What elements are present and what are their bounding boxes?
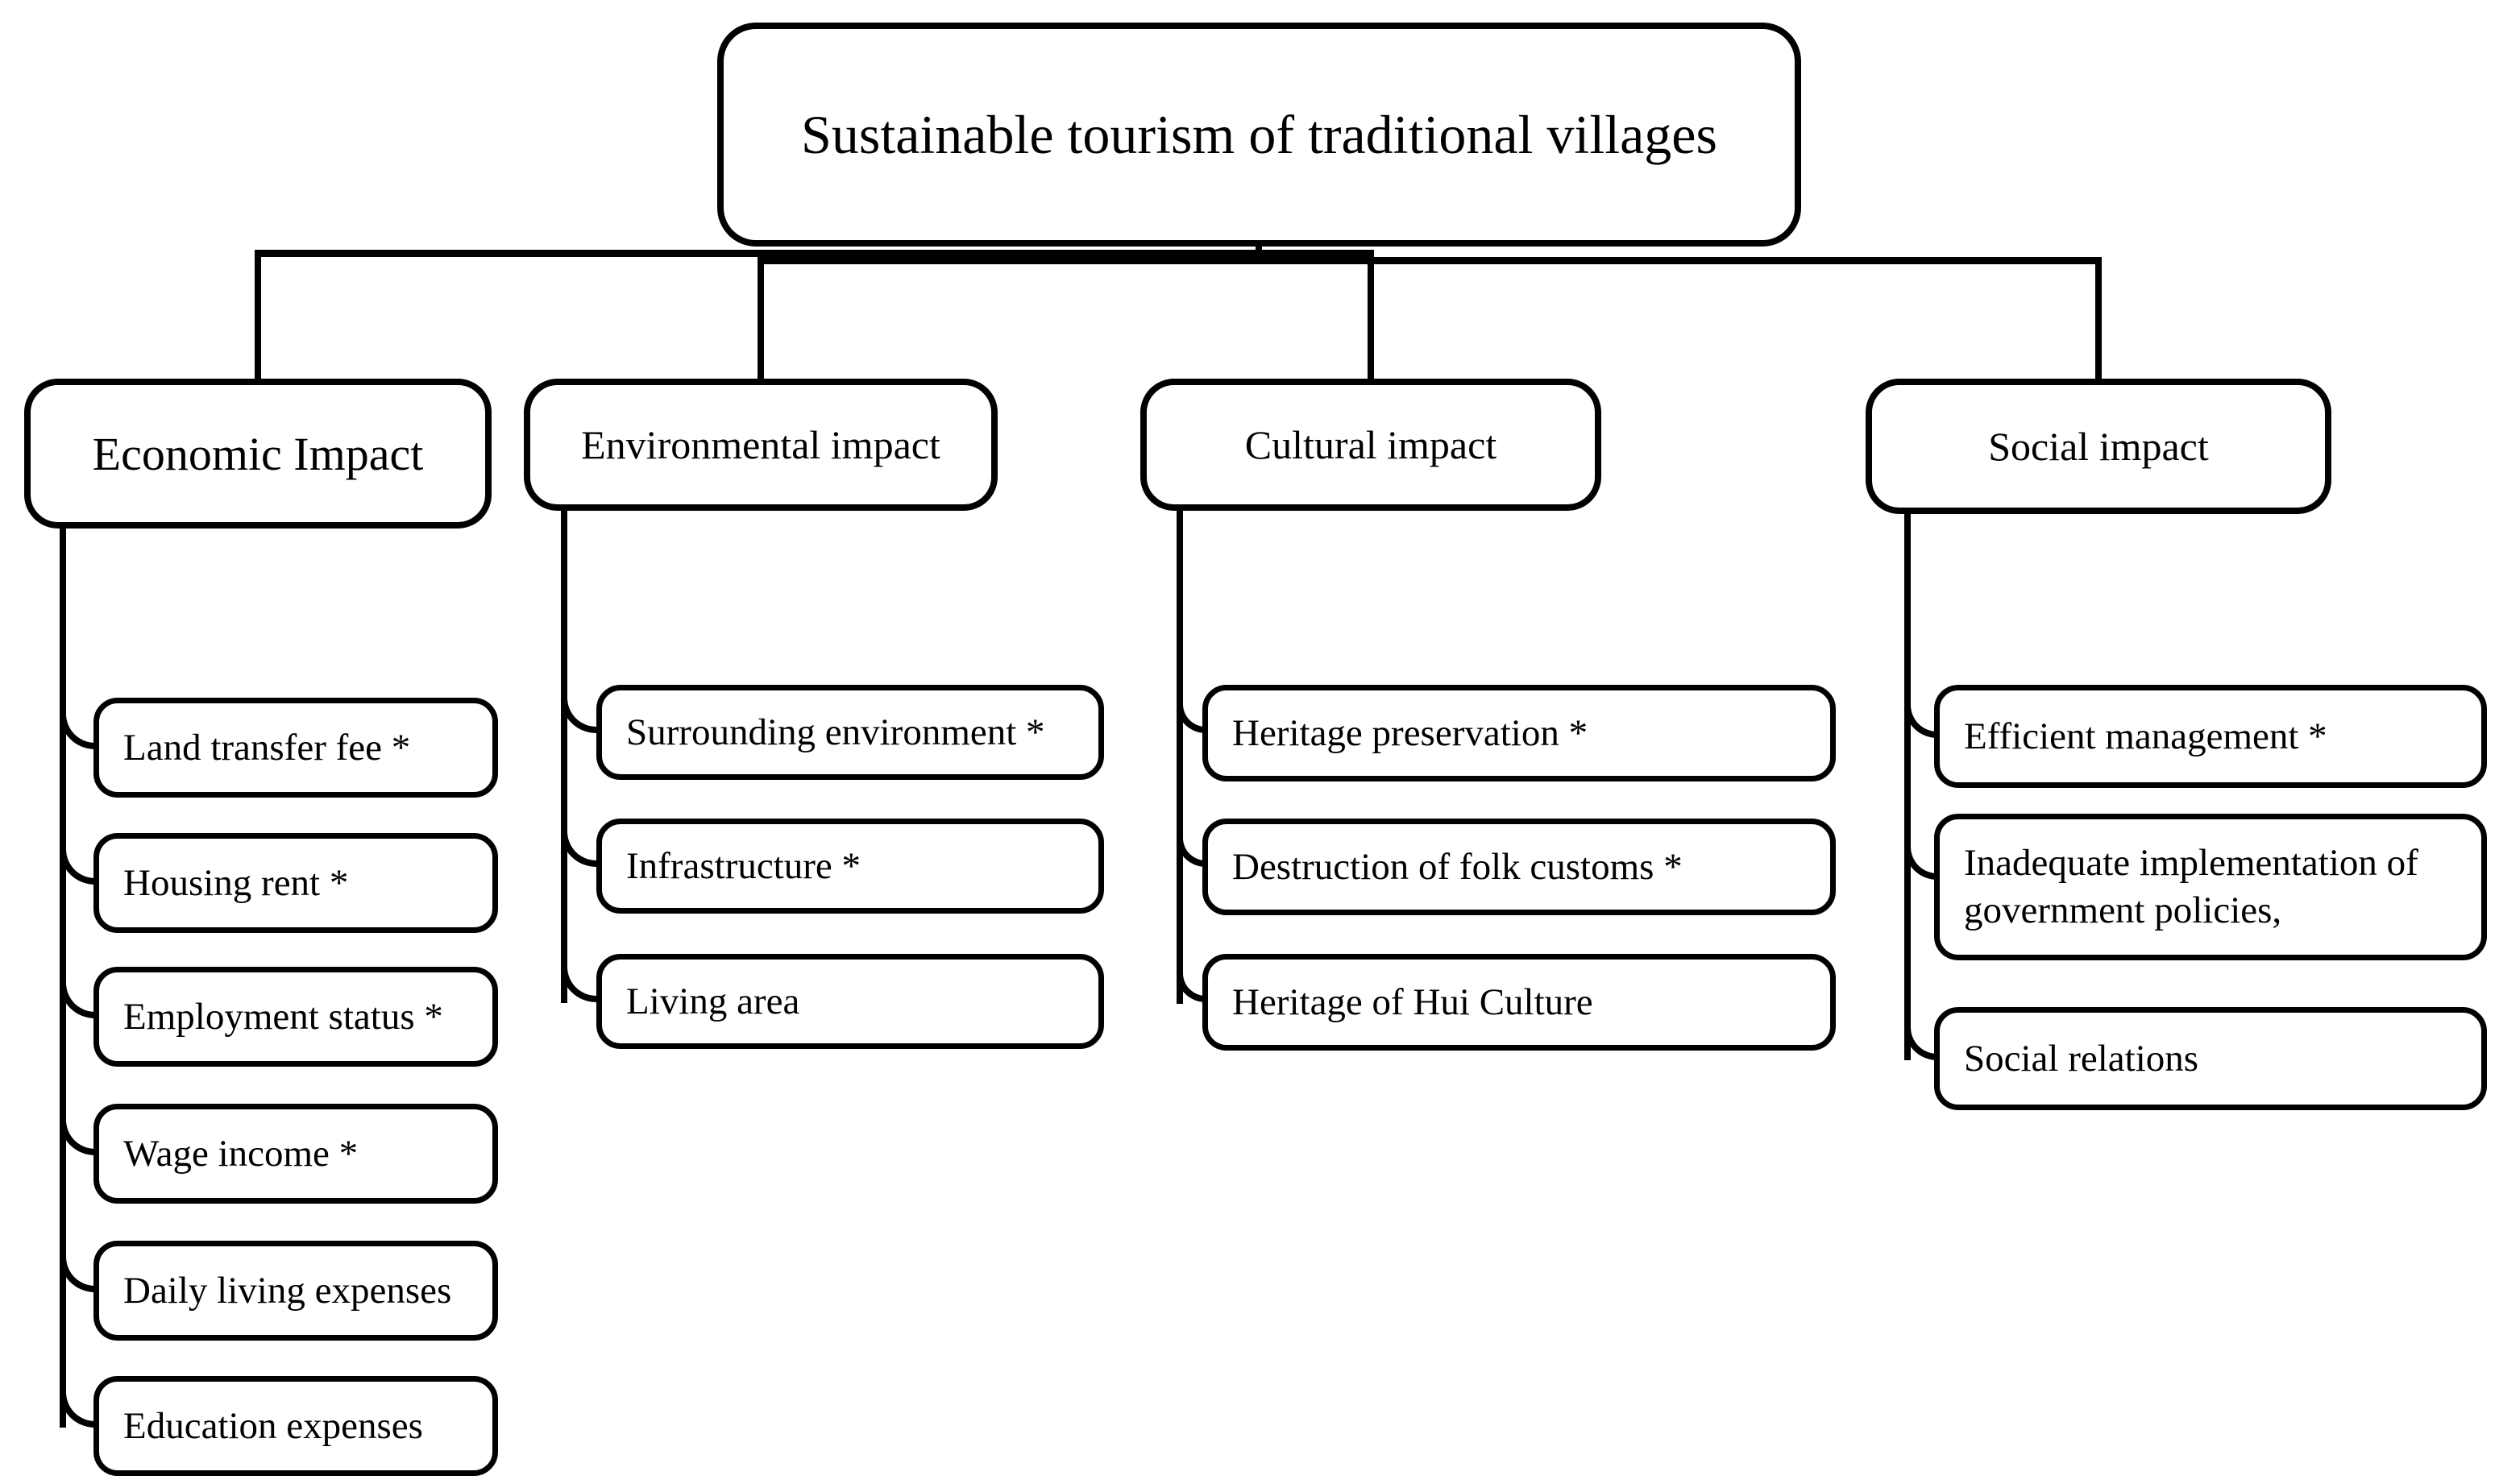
leaf-node-education-expenses: Education expenses — [93, 1376, 498, 1476]
leaf-label: Wage income * — [123, 1132, 359, 1175]
leaf-node-housing-rent: Housing rent * — [93, 833, 498, 933]
leaf-node-infrastructure: Infrastructure * — [596, 819, 1104, 914]
branch-label: Environmental impact — [581, 422, 940, 467]
leaf-label: Housing rent * — [123, 861, 349, 904]
leaf-label: Efficient management * — [1964, 715, 2327, 757]
leaf-node-wage-income: Wage income * — [93, 1104, 498, 1204]
connector-drop-cultural — [1368, 250, 1374, 382]
leaf-label: Living area — [626, 980, 800, 1022]
leaf-node-daily-living-expenses: Daily living expenses — [93, 1241, 498, 1341]
leaf-label: Heritage preservation * — [1232, 711, 1588, 754]
root-node-sustainable-tourism: Sustainable tourism of traditional villa… — [717, 23, 1801, 247]
branch-node-social-impact: Social impact — [1866, 379, 2331, 514]
leaf-label: Inadequate implementation of government … — [1964, 842, 2418, 931]
branch-node-cultural-impact: Cultural impact — [1140, 379, 1601, 511]
leaf-label: Infrastructure * — [626, 844, 861, 887]
branch-node-environmental-impact: Environmental impact — [524, 379, 998, 511]
branch-node-economic-impact: Economic Impact — [24, 379, 492, 529]
leaf-label: Land transfer fee * — [123, 726, 411, 769]
connector-horizontal-left — [255, 250, 1374, 257]
branch-label: Cultural impact — [1244, 422, 1497, 467]
leaf-label: Daily living expenses — [123, 1269, 452, 1312]
connector-drop-social — [2095, 257, 2102, 382]
spine-environmental — [561, 508, 567, 1003]
connector-drop-economic — [255, 250, 261, 382]
leaf-label: Education expenses — [123, 1404, 423, 1447]
branch-label: Social impact — [1988, 424, 2209, 469]
leaf-node-living-area: Living area — [596, 954, 1104, 1049]
root-node-label: Sustainable tourism of traditional villa… — [801, 103, 1717, 165]
leaf-node-heritage-of-hui-culture: Heritage of Hui Culture — [1202, 954, 1836, 1051]
leaf-node-efficient-management: Efficient management * — [1934, 685, 2487, 788]
leaf-node-land-transfer-fee: Land transfer fee * — [93, 698, 498, 798]
connector-drop-environmental — [758, 250, 764, 382]
leaf-label: Social relations — [1964, 1037, 2199, 1080]
spine-economic — [60, 525, 66, 1428]
leaf-node-social-relations: Social relations — [1934, 1007, 2487, 1110]
leaf-node-heritage-preservation: Heritage preservation * — [1202, 685, 1836, 781]
leaf-label: Destruction of folk customs * — [1232, 845, 1683, 888]
leaf-label: Heritage of Hui Culture — [1232, 980, 1593, 1023]
leaf-node-employment-status: Employment status * — [93, 967, 498, 1067]
leaf-node-surrounding-environment: Surrounding environment * — [596, 685, 1104, 780]
branch-label: Economic Impact — [92, 427, 424, 480]
spine-cultural — [1177, 508, 1183, 1004]
leaf-label: Surrounding environment * — [626, 711, 1045, 753]
leaf-node-inadequate-implementation: Inadequate implementation of government … — [1934, 814, 2487, 960]
leaf-node-destruction-of-folk-customs: Destruction of folk customs * — [1202, 819, 1836, 915]
leaf-label: Employment status * — [123, 995, 443, 1038]
connector-horizontal-right — [758, 257, 2102, 264]
spine-social — [1904, 511, 1911, 1060]
